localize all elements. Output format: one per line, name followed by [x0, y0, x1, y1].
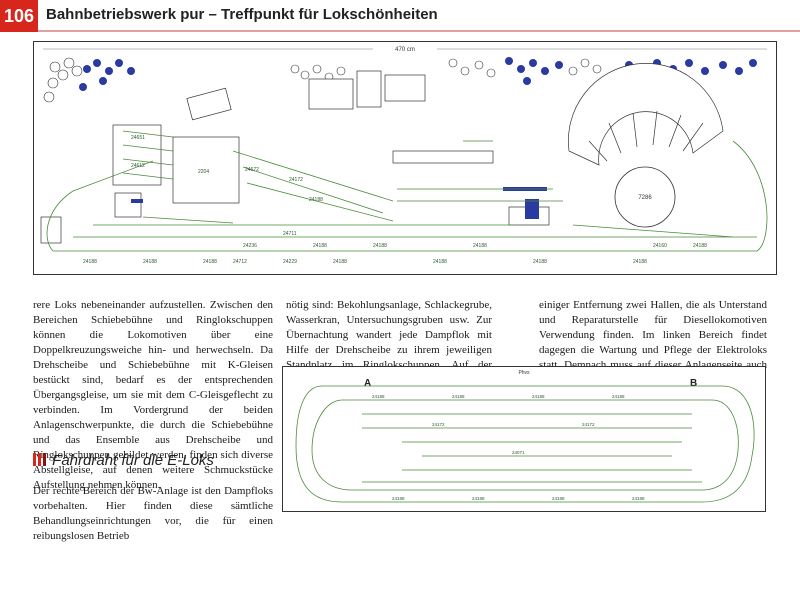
svg-text:24188: 24188: [313, 243, 327, 249]
svg-text:24651: 24651: [131, 135, 145, 141]
roundhouse: [568, 63, 724, 166]
svg-text:24188: 24188: [203, 259, 217, 265]
svg-text:24188: 24188: [533, 259, 547, 265]
svg-text:24188: 24188: [472, 496, 485, 501]
plan-top-dimension: 470 cm: [395, 47, 415, 53]
svg-text:24188: 24188: [612, 394, 625, 399]
svg-text:24188: 24188: [372, 394, 385, 399]
track-labels: 24188 24188 24188 24188 24188 24188 2423…: [83, 135, 707, 265]
svg-text:24188: 24188: [632, 496, 645, 501]
title-rule: [38, 30, 800, 32]
svg-text:24188: 24188: [433, 259, 447, 265]
svg-text:24172: 24172: [582, 422, 595, 427]
svg-text:24188: 24188: [532, 394, 545, 399]
turntable: [614, 166, 676, 228]
svg-text:24071: 24071: [512, 450, 525, 455]
svg-text:24188: 24188: [309, 197, 323, 203]
turntable-label: 7286: [638, 195, 652, 201]
page-title: Bahnbetriebswerk pur – Treffpunkt für Lo…: [46, 6, 438, 23]
area-label-a: A: [364, 378, 371, 389]
svg-text:24188: 24188: [452, 394, 465, 399]
svg-text:24188: 24188: [83, 259, 97, 265]
svg-text:24172: 24172: [432, 422, 445, 427]
svg-text:24160: 24160: [653, 243, 667, 249]
svg-text:24172: 24172: [289, 177, 303, 183]
svg-text:24188: 24188: [333, 259, 347, 265]
svg-text:24188: 24188: [373, 243, 387, 249]
svg-text:24712: 24712: [233, 259, 247, 265]
svg-text:24188: 24188: [633, 259, 647, 265]
track-plan-bottom: Phvs A B 24188 24188 24188 24188 24188 2…: [282, 366, 766, 512]
paragraph-col1-2: Der rechte Bereich der Bw-Anlage ist den…: [33, 485, 273, 542]
track-plan-top: 470 cm 7286: [33, 41, 777, 275]
svg-text:24612: 24612: [131, 163, 145, 169]
track-lines: [46, 130, 768, 252]
subheading: Fahrdraht für die E-Loks: [33, 452, 214, 469]
svg-text:24188: 24188: [552, 496, 565, 501]
svg-text:24672: 24672: [245, 167, 259, 173]
paragraph-col1-1: rere Loks nebeneinander aufzustellen. Zw…: [33, 299, 273, 491]
area-label-b: B: [690, 378, 697, 389]
subheading-text: Fahrdraht für die E-Loks: [52, 452, 214, 469]
svg-text:24188: 24188: [392, 496, 405, 501]
bottom-track-lines: [295, 385, 755, 503]
svg-text:2204: 2204: [198, 169, 209, 175]
svg-text:24711: 24711: [283, 231, 297, 237]
svg-text:24236: 24236: [243, 243, 257, 249]
text-column-1: rere Loks nebeneinander aufzustellen. Zw…: [33, 298, 273, 493]
text-column-1b: Der rechte Bereich der Bw-Anlage ist den…: [33, 484, 273, 544]
tree-group: [43, 57, 602, 103]
bottom-track-labels: 24188 24188 24188 24188 24188 24188 2418…: [372, 394, 645, 501]
svg-text:24188: 24188: [473, 243, 487, 249]
svg-text:24188: 24188: [143, 259, 157, 265]
svg-text:24188: 24188: [693, 243, 707, 249]
svg-text:24229: 24229: [283, 259, 297, 265]
plan-bottom-dimension: Phvs: [518, 370, 530, 376]
page-number: 106: [0, 0, 38, 32]
subhead-marker: [33, 453, 36, 466]
